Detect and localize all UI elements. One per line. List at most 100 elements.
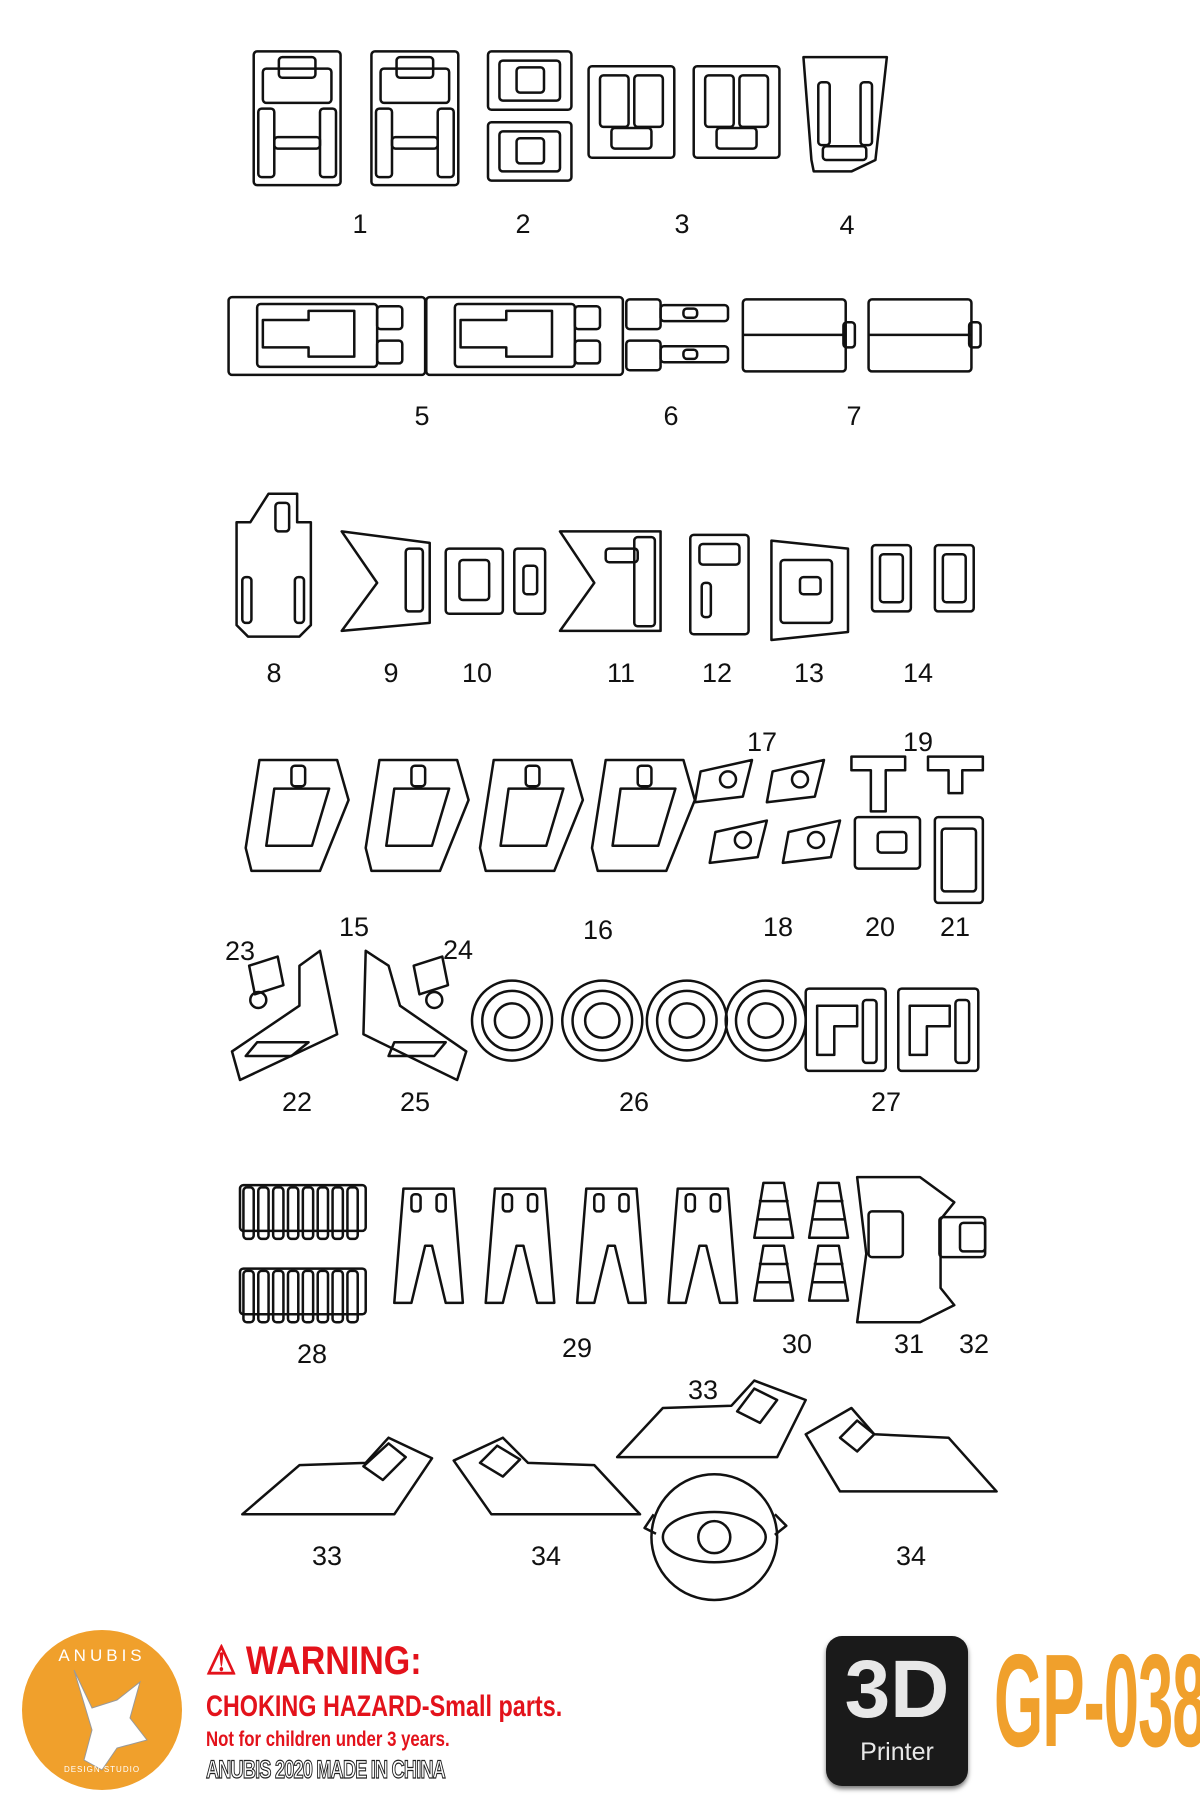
part-outline [611, 787, 677, 847]
part-12 [689, 533, 750, 636]
part-outline [271, 1186, 285, 1241]
part-outline [715, 126, 758, 150]
part-number-label: 3 [674, 209, 690, 239]
part-21 [926, 755, 985, 795]
part-outline [684, 1193, 697, 1213]
part-33 [615, 1379, 807, 1459]
part-outline [738, 74, 770, 129]
part-outline [362, 1442, 407, 1482]
part-outline [257, 1269, 270, 1324]
part-number-label: 2 [515, 209, 531, 239]
part-outline [273, 135, 322, 150]
part-outline [244, 1041, 310, 1058]
part-outline [682, 348, 699, 361]
part-outline [346, 1186, 359, 1241]
part-outline [876, 830, 908, 854]
part-14 [870, 543, 913, 613]
part-17-18 [708, 819, 769, 865]
part-1 [370, 50, 460, 187]
part-26-ring [724, 979, 807, 1062]
part-outline [261, 67, 333, 105]
part-30 [807, 1244, 850, 1302]
part-30 [807, 1181, 850, 1239]
part-outline [524, 764, 541, 788]
anubis-logo: ANUBIS DESIGN STUDIO [22, 1630, 182, 1790]
part-outline [301, 1186, 315, 1241]
part-outline [493, 1002, 531, 1039]
part-27 [804, 987, 887, 1073]
part-outline [379, 67, 451, 105]
part-outline [436, 107, 455, 179]
part-1 [252, 50, 342, 187]
product-code: GP-038 [994, 1627, 1200, 1774]
part-outline [598, 74, 630, 129]
part-number-label: 16 [582, 915, 614, 945]
part-number-label: 31 [893, 1329, 925, 1359]
part-6 [625, 298, 662, 331]
logo-brand: ANUBIS [58, 1646, 146, 1665]
part-outline [316, 1269, 330, 1324]
part-number-label: 8 [266, 658, 282, 688]
part-outline [806, 830, 826, 850]
part-2 [486, 50, 573, 111]
choking-hazard-text: CHOKING HAZARD-Small parts. [206, 1690, 563, 1723]
part-outline [301, 1269, 315, 1324]
part-outline [734, 989, 797, 1052]
part-outline [747, 1002, 785, 1039]
part-number-label: 30 [781, 1329, 813, 1359]
part-outline [633, 535, 657, 628]
part-outline [499, 787, 565, 847]
part-number-label: 22 [281, 1087, 313, 1117]
part-outline [478, 1444, 522, 1478]
part-outline [698, 542, 741, 566]
age-warning-text: Not for children under 3 years. [206, 1728, 450, 1751]
part-outline [498, 59, 562, 102]
part-outline [410, 764, 427, 788]
part-number-label: 27 [870, 1087, 902, 1117]
part-outline [573, 339, 602, 365]
part-number-label: 25 [399, 1087, 431, 1117]
part-outline [790, 770, 810, 789]
part-number-label: 33 [687, 1375, 719, 1405]
part-6 [625, 339, 662, 372]
part-outline [583, 1002, 621, 1039]
part-outline [859, 81, 874, 147]
part-outline [257, 1186, 270, 1241]
part-13 [770, 539, 850, 642]
part-outline [331, 1186, 345, 1241]
part-outline [817, 81, 831, 147]
part-outline [346, 1269, 359, 1324]
part-outline [798, 575, 822, 596]
part-outline [265, 787, 331, 847]
part-29 [484, 1187, 556, 1305]
part-number-label: 32 [958, 1329, 990, 1359]
part-outline [733, 830, 753, 850]
part-4 [802, 55, 889, 173]
part-outline [861, 998, 878, 1065]
part-outline [878, 553, 905, 604]
part-3 [587, 65, 676, 159]
part-outline [522, 564, 539, 596]
part-17-18 [781, 819, 842, 865]
part-number-label: 29 [561, 1333, 593, 1363]
part-outline [908, 1004, 951, 1057]
part-number-label: 33 [311, 1541, 343, 1571]
part-24 [412, 955, 450, 996]
part-outline [967, 321, 982, 349]
part-number-label: 24 [442, 935, 474, 965]
part-outline [756, 1262, 791, 1284]
part-outline [410, 1193, 422, 1213]
part-number-label: 7 [846, 401, 862, 431]
part-14 [933, 543, 975, 613]
part-11 [558, 530, 662, 633]
part-outline [933, 815, 985, 905]
part-31 [855, 1175, 956, 1324]
part-number-label: 4 [839, 210, 855, 240]
part-number-label: 28 [296, 1339, 328, 1369]
part-33 [241, 1436, 434, 1516]
part-outline [668, 1002, 706, 1039]
part-25 [362, 949, 468, 1082]
part-number-label: 11 [606, 658, 636, 688]
part-number-label: 13 [793, 658, 825, 688]
part-outline [286, 1269, 300, 1324]
